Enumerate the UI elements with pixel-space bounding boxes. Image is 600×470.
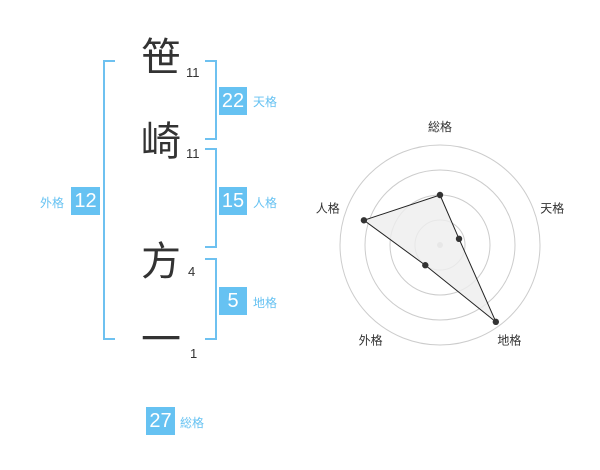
radar-axis-label-3: 地格: [497, 332, 521, 347]
radar-axis-label-2: 天格: [540, 201, 564, 216]
name-char-4: 一: [141, 317, 181, 363]
radar-point-4: [422, 262, 429, 269]
radar-point-3: [492, 318, 500, 326]
radar-point-1: [436, 191, 444, 199]
gaikaku-bracket: [103, 60, 115, 340]
stroke-count-2: 11: [186, 146, 200, 161]
name-char-2: 崎: [141, 119, 181, 165]
tenkaku-value: 22: [219, 87, 247, 115]
radar-axis-label-1: 総格: [428, 119, 452, 134]
stroke-count-4: 1: [190, 346, 198, 361]
jinkaku-bracket: [205, 148, 217, 248]
soukaku-value: 27: [146, 407, 175, 435]
radar-ring-4: [339, 144, 541, 346]
stroke-count-3: 4: [188, 264, 196, 279]
gaikaku-label: 外格: [40, 196, 65, 210]
radar-axis-label-4: 外格: [359, 332, 383, 347]
chikaku-value: 5: [219, 287, 247, 315]
gaikaku-value: 12: [71, 187, 100, 215]
name-char-1: 笹: [141, 35, 181, 81]
radar-point-5: [360, 217, 368, 224]
stroke-count-1: 11: [186, 65, 200, 80]
radar-series-polygon: [362, 194, 497, 323]
radar-ring-3: [364, 169, 516, 321]
soukaku-label: 総格: [180, 416, 205, 430]
name-char-3: 方: [141, 239, 181, 285]
jinkaku-value: 15: [219, 187, 247, 215]
radar-axis-label-5: 人格: [316, 201, 340, 216]
chikaku-bracket: [205, 258, 217, 340]
tenkaku-label: 天格: [253, 95, 278, 109]
radar-point-2: [455, 235, 463, 243]
jinkaku-label: 人格: [253, 196, 278, 210]
tenkaku-bracket: [205, 60, 217, 140]
chikaku-label: 地格: [253, 296, 278, 310]
